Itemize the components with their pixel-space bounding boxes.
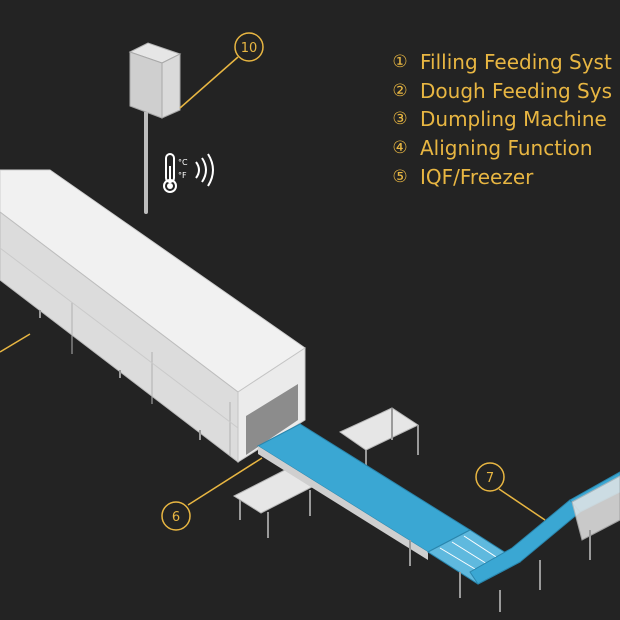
callout-10-label: 10 [241, 41, 258, 56]
callout-10: 10 [179, 32, 264, 109]
legend-label: Filling Feeding Syst [420, 50, 612, 75]
freezer-tunnel [0, 169, 306, 464]
legend-label: Dough Feeding Sys [420, 78, 612, 103]
legend-item: ④ Aligning Function [390, 134, 612, 163]
legend-item: ⑤ IQF/Freezer [390, 162, 612, 191]
callout-7-label: 7 [486, 471, 494, 486]
legend-number: ④ [392, 138, 408, 159]
legend-label: Aligning Function [420, 136, 593, 161]
temperature-sensor [128, 42, 182, 214]
svg-text:°F: °F [178, 171, 187, 180]
main-conveyor [256, 423, 521, 598]
legend-number: ③ [392, 109, 408, 130]
callout-6: 6 [161, 457, 263, 531]
component-legend: ① Filling Feeding Syst ② Dough Feeding S… [390, 48, 612, 191]
legend-label: IQF/Freezer [420, 164, 534, 189]
legend-number: ⑤ [392, 166, 408, 187]
legend-item: ③ Dumpling Machine [390, 105, 612, 134]
svg-text:°C: °C [178, 158, 188, 167]
legend-item: ② Dough Feeding Sys [390, 77, 612, 106]
legend-number: ② [392, 80, 408, 101]
legend-number: ① [392, 52, 408, 73]
legend-item: ① Filling Feeding Syst [390, 48, 612, 77]
right-conveyor [469, 471, 620, 612]
callout-6-label: 6 [172, 510, 180, 525]
side-table-left [232, 469, 314, 538]
thermometer-wireless-icon: °C °F [163, 153, 214, 193]
callout-leader-left [0, 333, 31, 353]
legend-label: Dumpling Machine [420, 107, 607, 132]
callout-7: 7 [475, 462, 546, 521]
